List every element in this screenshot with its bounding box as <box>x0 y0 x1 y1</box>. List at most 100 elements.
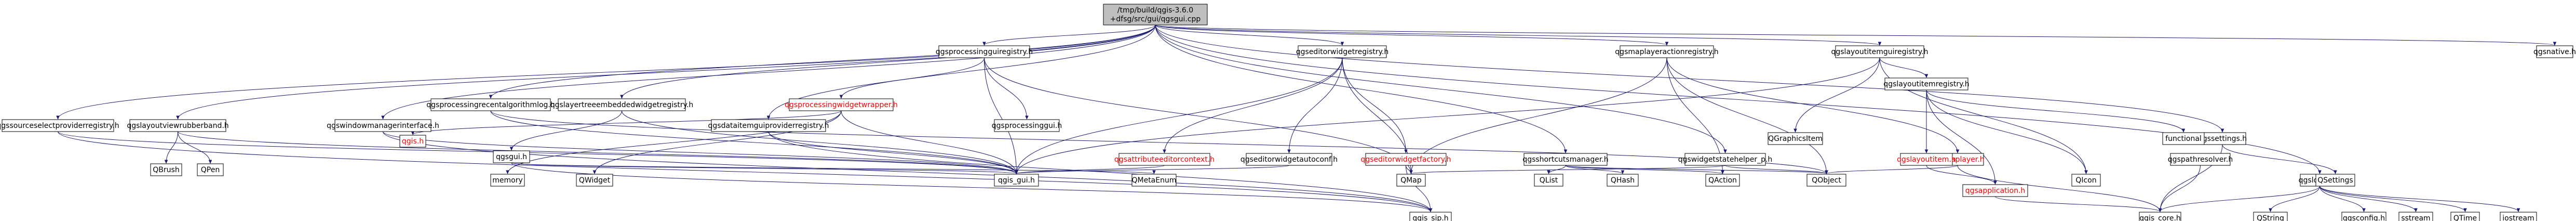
graph-node-qgsconfigh[interactable]: qgsconfig.h <box>2341 212 2386 221</box>
node-box <box>576 174 613 187</box>
graph-node-qgsattributeedit[interactable]: qgsattributeeditorcontext.h <box>1114 153 1215 166</box>
edge-qgsprocessingrecent-to-qgsguih <box>490 110 1017 174</box>
edge-qgsgui-to-qgsguih <box>511 162 1017 174</box>
edge-qgslayertreeembedded-to-qgsgui <box>511 110 622 150</box>
edge-qgsprocwrapper-to-qgsguih <box>841 110 1017 174</box>
edge-qgslogger-to-sstream <box>2319 186 2416 212</box>
graph-node-qgswindowmanager[interactable]: qgswindowmanagerinterface.h <box>327 119 439 132</box>
graph-node-qgsshortcuts[interactable]: qgsshortcutsmanager.h <box>1522 153 1609 166</box>
node-box <box>1396 174 1426 187</box>
edge-qgssourceselect-to-qgssiph <box>58 131 1431 212</box>
graph-node-qgspathresolver[interactable]: qgspathresolver.h <box>2168 153 2233 166</box>
node-box <box>2341 212 2386 221</box>
graph-node-qgsmaplayeraction[interactable]: qgsmaplayeractionregistry.h <box>1615 45 1719 58</box>
node-box <box>129 119 226 132</box>
graph-node-memory[interactable]: memory <box>490 174 525 187</box>
node-box <box>1684 153 1766 166</box>
graph-node-functional[interactable]: functional <box>2162 132 2205 145</box>
graph-node-qtime[interactable]: QTime <box>2450 212 2480 221</box>
graph-node-qgslayoutitemh[interactable]: qgslayoutitem.h <box>1897 153 1956 166</box>
node-label: qgsapplication.h <box>1965 187 2026 195</box>
node-box <box>2071 174 2101 187</box>
edge-qgswidgetstate-to-qobject <box>1725 165 1827 174</box>
graph-node-qlist[interactable]: QList <box>1534 174 1563 187</box>
graph-node-root[interactable]: /tmp/build/qgis-3.6.0+dfsg/src/gui/qgsgu… <box>1103 4 1208 25</box>
node-label: qgsgui.h <box>496 153 527 161</box>
edge-root-to-qgssourceselect <box>58 24 1156 119</box>
graph-node-qhash[interactable]: QHash <box>1607 174 1639 187</box>
node-label: qgslayoutitemregistry.h <box>1883 80 1969 88</box>
graph-node-qgslayoutviewrubber[interactable]: qgslayoutviewrubberband.h <box>127 119 229 132</box>
edge-qgslayouts-to-qgraphicsitem <box>1796 57 1880 132</box>
graph-node-qgsprocessinggui[interactable]: qgsprocessingguiregistry.h <box>936 45 1033 58</box>
node-label: QList <box>1540 176 1558 185</box>
edge-qgssettings-to-qsettings <box>2222 144 2336 174</box>
graph-node-qgscoreh[interactable]: qgis_core.h <box>2139 212 2181 221</box>
graph-node-qgslayouts[interactable]: qgslayoutitemguiregistry.h <box>1831 45 1928 58</box>
graph-node-qgseditorfactory[interactable]: qgseditorwidgetfactory.h <box>1360 153 1451 166</box>
graph-node-qgsapplication[interactable]: qgsapplication.h <box>1962 184 2028 197</box>
edge-qgslayoutitemreg-to-qicon <box>1926 89 2086 174</box>
node-box <box>2 119 114 132</box>
edge-root-to-qgslayertreeembedded <box>622 24 1156 98</box>
node-box <box>430 98 551 111</box>
graph-node-qpen[interactable]: QPen <box>197 163 224 176</box>
edge-qgslayertreeembedded-to-qgsguih <box>622 110 1017 174</box>
node-box <box>1131 174 1177 187</box>
node-label: sstream <box>2401 214 2430 221</box>
node-box <box>1298 45 1387 58</box>
node-box <box>2450 212 2480 221</box>
graph-node-qgslayertreeembedded[interactable]: qgslayertreeembeddedwidgetregistry.h <box>550 98 694 111</box>
graph-node-qgsh[interactable]: qgis.h <box>399 135 426 148</box>
node-label: qgis_gui.h <box>998 176 1035 185</box>
graph-node-qgslayoutitemreg[interactable]: qgslayoutitemregistry.h <box>1883 77 1970 90</box>
graph-node-qstring[interactable]: QString <box>2253 212 2288 221</box>
graph-node-qgsprocessingrecent[interactable]: qgsprocessingrecentalgorithmlog.h <box>426 98 555 111</box>
graph-node-qmap[interactable]: QMap <box>1396 174 1426 187</box>
node-label: qgis_sip.h <box>1412 214 1448 221</box>
graph-node-qgssiph[interactable]: qgis_sip.h <box>1409 212 1452 221</box>
edge-qgsdataitemgui-to-qgsguih <box>768 131 1017 174</box>
graph-node-iostream[interactable]: iostream <box>2500 212 2537 221</box>
node-box <box>2253 212 2288 221</box>
edge-qgsmaplayerh-to-qgscoreh <box>1957 165 2160 212</box>
node-box <box>2170 153 2231 166</box>
graph-node-qobject[interactable]: QObject <box>1806 174 1846 187</box>
edge-qgseditorwidget-to-qgseditorfactory <box>1342 57 1406 153</box>
node-label: qgis.h <box>402 137 424 146</box>
edge-root-to-qgssettings <box>1155 24 2222 132</box>
edge-qgsmaplayeraction-to-qmap <box>1411 57 1667 174</box>
edge-root-to-qgswidgetstate <box>1155 24 1725 153</box>
node-label: QMetaEnum <box>1131 176 1176 185</box>
graph-node-qgsprocessingguih[interactable]: qgsprocessinggui.h <box>992 119 1062 132</box>
node-box <box>1534 174 1563 187</box>
graph-node-sstream[interactable]: sstream <box>2398 212 2433 221</box>
node-label: QTime <box>2453 214 2477 221</box>
graph-node-qgraphicsitem[interactable]: QGraphicsItem <box>1768 132 1823 145</box>
graph-node-qmetaenum[interactable]: QMetaEnum <box>1131 174 1177 187</box>
graph-nodes: /tmp/build/qgis-3.6.0+dfsg/src/gui/qgsgu… <box>0 4 2576 221</box>
graph-node-qgseditorwidget[interactable]: qgseditorwidgetregistry.h <box>1296 45 1388 58</box>
graph-node-qgsdataitemgui[interactable]: qgsdataitemguiproviderregistry.h <box>708 119 829 132</box>
node-box <box>2536 45 2573 58</box>
graph-node-qgssourceselect[interactable]: qgssourceselectproviderregistry.h <box>0 119 119 132</box>
graph-node-qwidget[interactable]: QWidget <box>576 174 613 187</box>
graph-node-qgswidgetstate[interactable]: qgswidgetstatehelper_p.h <box>1678 153 1773 166</box>
node-label: qgseditorwidgetautoconf.h <box>1240 155 1338 164</box>
graph-node-qgsprocwrapper[interactable]: qgsprocessingwidgetwrapper.h <box>785 98 898 111</box>
graph-node-qicon[interactable]: QIcon <box>2071 174 2101 187</box>
graph-node-qbrush[interactable]: QBrush <box>150 163 182 176</box>
edge-qgseditorwidget-to-qgsguih <box>1017 57 1343 174</box>
edge-qgsgui-to-qmetaenum <box>511 162 1154 174</box>
node-label: QBrush <box>153 166 179 174</box>
graph-node-qgsnative[interactable]: qgsnative.h <box>2533 45 2576 58</box>
graph-node-qgsgui[interactable]: qgsgui.h <box>493 150 530 163</box>
graph-node-qaction[interactable]: QAction <box>1705 174 1740 187</box>
graph-node-qgssettings[interactable]: qgssettings.h <box>2198 132 2247 145</box>
graph-node-qgsguih[interactable]: qgis_gui.h <box>994 174 1039 187</box>
edge-qgslayoutviewrubber-to-qbrush <box>166 131 178 163</box>
edge-qgseditorwidget-to-qgsattributeedit <box>1165 57 1343 153</box>
edge-qgslayouts-to-qgslayoutitemreg <box>1879 57 1926 77</box>
graph-node-qsettings[interactable]: QSettings <box>2315 174 2355 187</box>
graph-node-qgseditorconfig[interactable]: qgseditorwidgetautoconf.h <box>1240 153 1338 166</box>
